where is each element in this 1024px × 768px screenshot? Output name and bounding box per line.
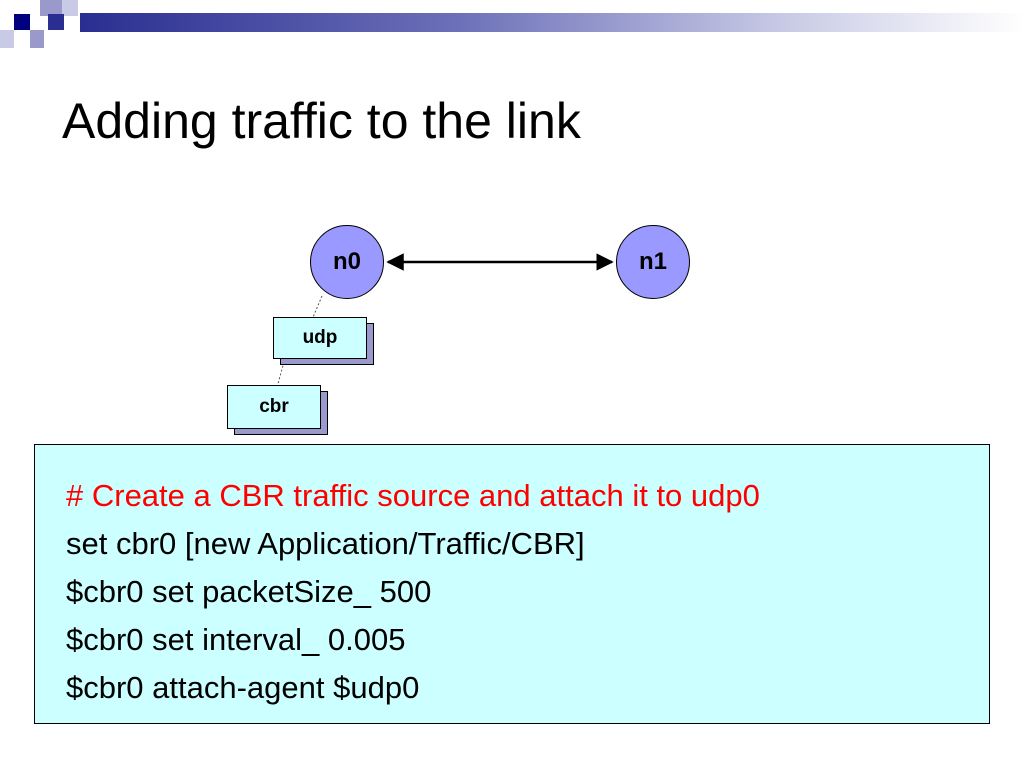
- cbr-agent-label: cbr: [259, 396, 289, 417]
- template-square-dark: [48, 14, 64, 30]
- code-line: set cbr0 [new Application/Traffic/CBR]: [66, 526, 585, 561]
- template-square-light: [40, 0, 62, 16]
- template-square-dark: [14, 14, 30, 30]
- node-n1: n1: [616, 225, 690, 299]
- code-snippet-box: # Create a CBR traffic source and attach…: [34, 444, 990, 724]
- template-square-light: [0, 30, 14, 48]
- udp-agent-box: udp: [273, 317, 367, 359]
- udp-agent-label: udp: [302, 327, 338, 348]
- node-n1-label: n1: [638, 248, 667, 275]
- code-comment-line: # Create a CBR traffic source and attach…: [66, 478, 760, 513]
- code-line: $cbr0 attach-agent $udp0: [66, 670, 420, 705]
- template-square-light: [62, 0, 78, 16]
- cbr-agent-box: cbr: [227, 385, 321, 429]
- code-line: $cbr0 set interval_ 0.005: [66, 622, 406, 657]
- code-line: $cbr0 set packetSize_ 500: [66, 574, 432, 609]
- node-n0-label: n0: [332, 248, 361, 275]
- template-square-light: [30, 30, 44, 48]
- slide-title: Adding traffic to the link: [62, 93, 581, 149]
- header-gradient-bar: [80, 13, 1024, 32]
- node-n0: n0: [310, 225, 384, 299]
